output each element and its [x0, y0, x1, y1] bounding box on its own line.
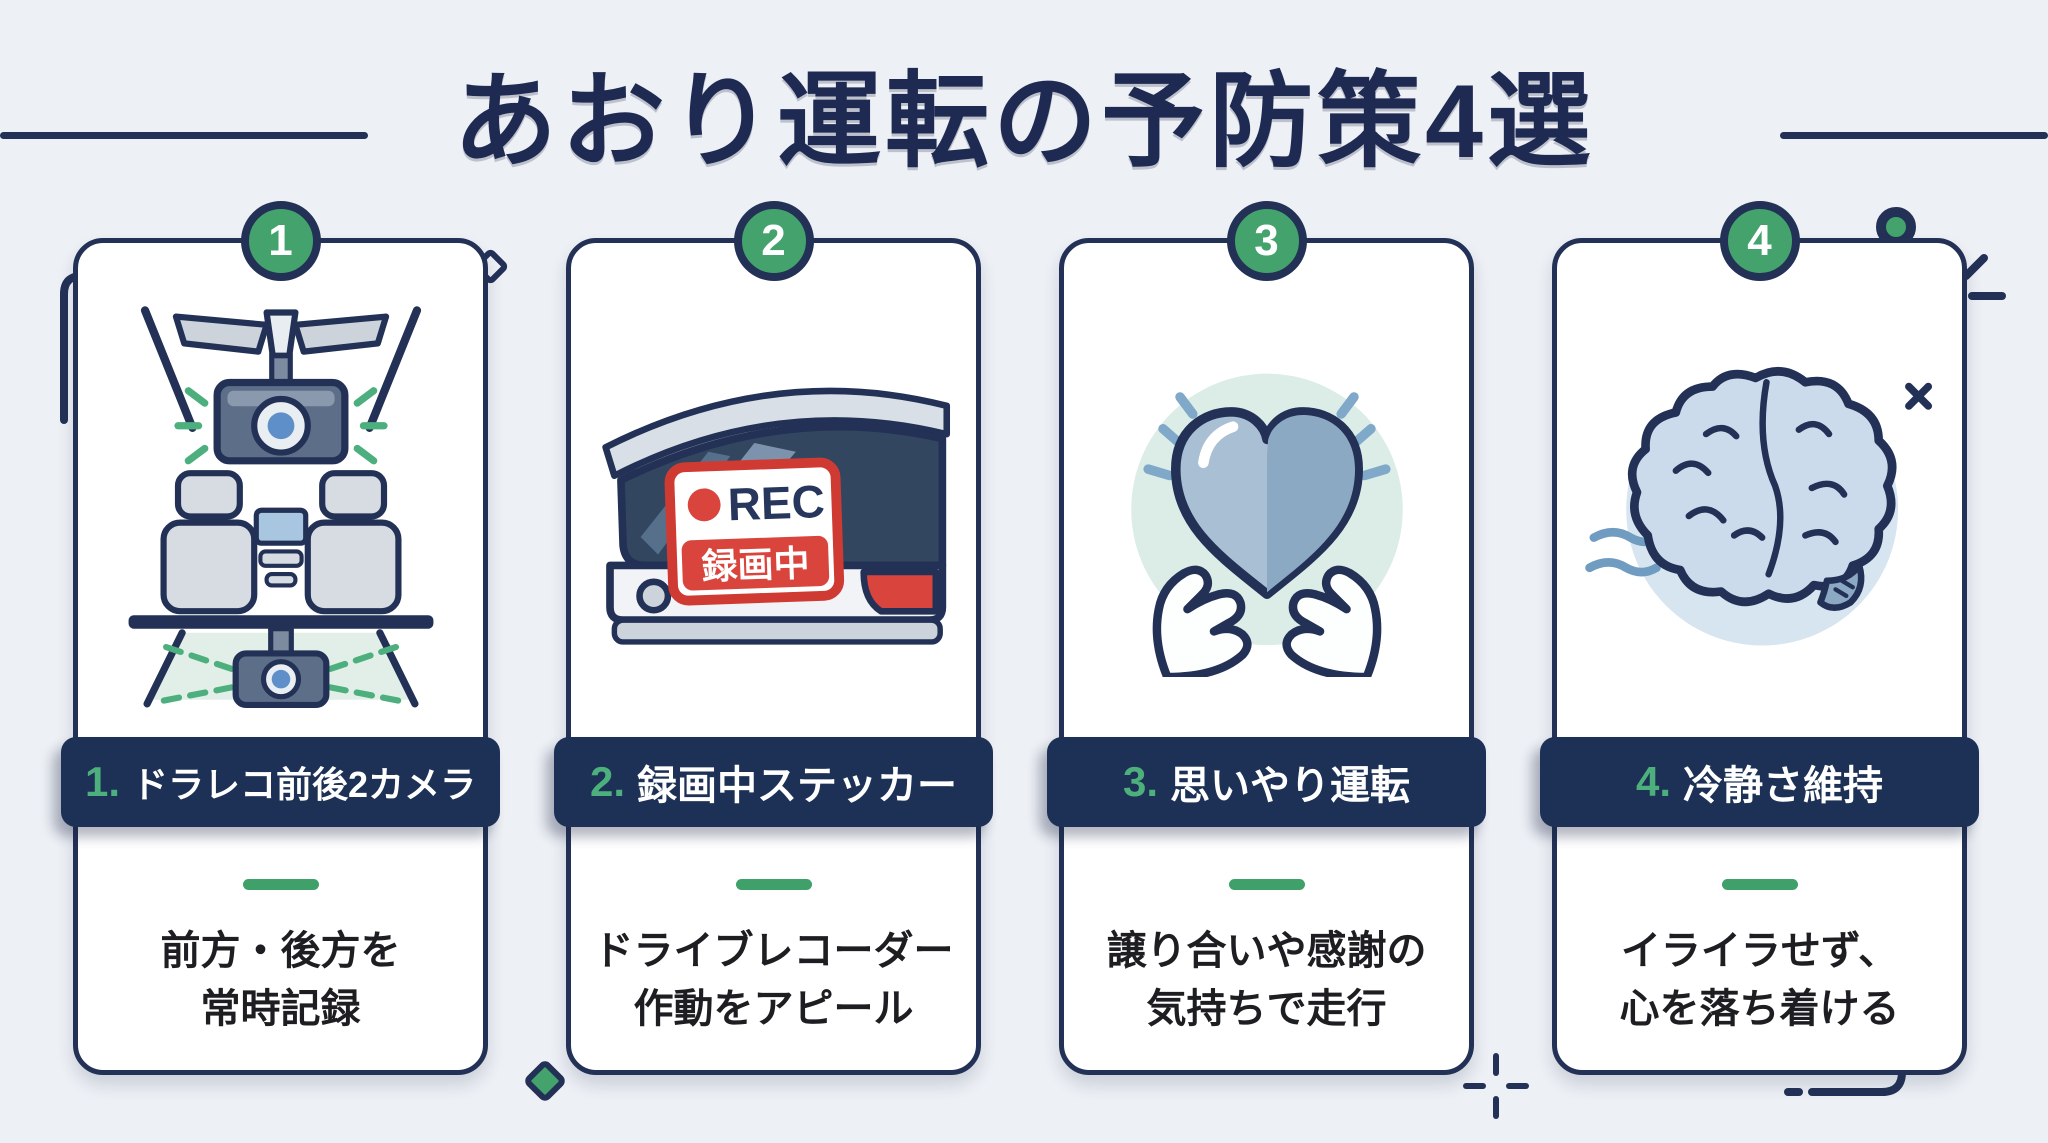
card-3-banner: 3. 思いやり運転 — [1047, 737, 1486, 827]
card-4-desc-line1: イライラせず、 — [1620, 929, 1899, 973]
card-4-number: 4 — [1747, 216, 1772, 265]
card-3-body: 譲り合いや感謝の 気持ちで走行 — [1064, 827, 1469, 1070]
card-3-banner-title: 思いやり運転 — [1170, 764, 1411, 808]
card-4-description: イライラせず、 心を落ち着ける — [1620, 922, 1900, 1038]
card-3-desc-line2: 気持ちで走行 — [1146, 987, 1387, 1031]
card-2-number-badge: 2 — [733, 201, 814, 281]
card-1-description: 前方・後方を 常時記録 — [161, 922, 401, 1038]
brain-folds — [1672, 379, 1847, 578]
card-3-banner-number: 3. — [1122, 758, 1159, 805]
recording-text: 録画中 — [700, 543, 810, 588]
card-2-body: ドライブレコーダー 作動をアピール — [571, 827, 976, 1070]
dashcam-icon — [128, 306, 433, 708]
card-4-banner-number: 4. — [1635, 758, 1672, 805]
card-4-body: イライラせず、 心を落ち着ける — [1557, 827, 1962, 1070]
card-4-icon-area — [1557, 271, 1962, 733]
page-title: あおり運転の予防策4選 — [453, 64, 1595, 180]
card-1-number-badge: 1 — [240, 201, 321, 281]
card-2-icon-area: REC 録画中 — [571, 271, 976, 733]
cards-row: 1 — [61, 201, 1979, 1075]
card-2-divider — [735, 879, 812, 890]
card-3-divider — [1228, 879, 1305, 890]
card-1-divider — [242, 879, 319, 890]
card-4-banner: 4. 冷静さ維持 — [1540, 737, 1979, 827]
card-dashcam: 1 — [61, 201, 500, 1075]
card-2-desc-line1: ドライブレコーダー — [593, 929, 954, 973]
card-2-banner-number: 2. — [589, 758, 626, 805]
card-3-desc-line1: 譲り合いや感謝の — [1106, 929, 1427, 973]
card-1-desc-line1: 前方・後方を — [160, 929, 401, 973]
card-4-number-badge: 4 — [1719, 201, 1800, 281]
card-2-description: ドライブレコーダー 作動をアピール — [594, 922, 954, 1038]
card-1-banner: 1. ドラレコ前後2カメラ — [61, 737, 500, 827]
rec-sticker-icon: REC 録画中 — [601, 387, 950, 645]
card-4-divider — [1721, 879, 1798, 890]
brain-icon — [1584, 367, 1932, 646]
card-2-desc-line2: 作動をアピール — [633, 987, 914, 1031]
card-2-number: 2 — [761, 216, 786, 265]
card-stay-calm: 4 — [1540, 201, 1979, 1075]
card-1-desc-line2: 常時記録 — [200, 987, 361, 1031]
card-1-number: 1 — [268, 216, 293, 265]
title-rule-left — [0, 132, 368, 139]
card-2-banner: 2. 録画中ステッカー — [554, 737, 993, 827]
title-rule-right — [1780, 132, 2048, 139]
card-1-icon-area — [78, 271, 483, 733]
card-rec-sticker: 2 REC 録画中 — [554, 201, 993, 1075]
card-1-banner-number: 1. — [84, 758, 120, 805]
rec-sticker-label: REC 録画中 — [664, 457, 844, 606]
card-3-number: 3 — [1254, 216, 1279, 265]
card-4-banner-title: 冷静さ維持 — [1683, 764, 1884, 808]
heart-hands-icon — [1130, 373, 1403, 677]
card-3-number-badge: 3 — [1226, 201, 1307, 281]
rec-text: REC — [726, 475, 825, 530]
card-2-banner-title: 録画中ステッカー — [637, 764, 958, 808]
card-1-banner-title: ドラレコ前後2カメラ — [132, 764, 477, 805]
card-3-description: 譲り合いや感謝の 気持ちで走行 — [1107, 922, 1427, 1038]
card-1-body: 前方・後方を 常時記録 — [78, 827, 483, 1070]
card-considerate-driving: 3 3. 思いやり運転 — [1047, 201, 1486, 1075]
card-3-icon-area — [1064, 271, 1469, 733]
cross-sparkle-icon — [1904, 382, 1932, 410]
card-4-desc-line2: 心を落ち着ける — [1619, 987, 1900, 1031]
